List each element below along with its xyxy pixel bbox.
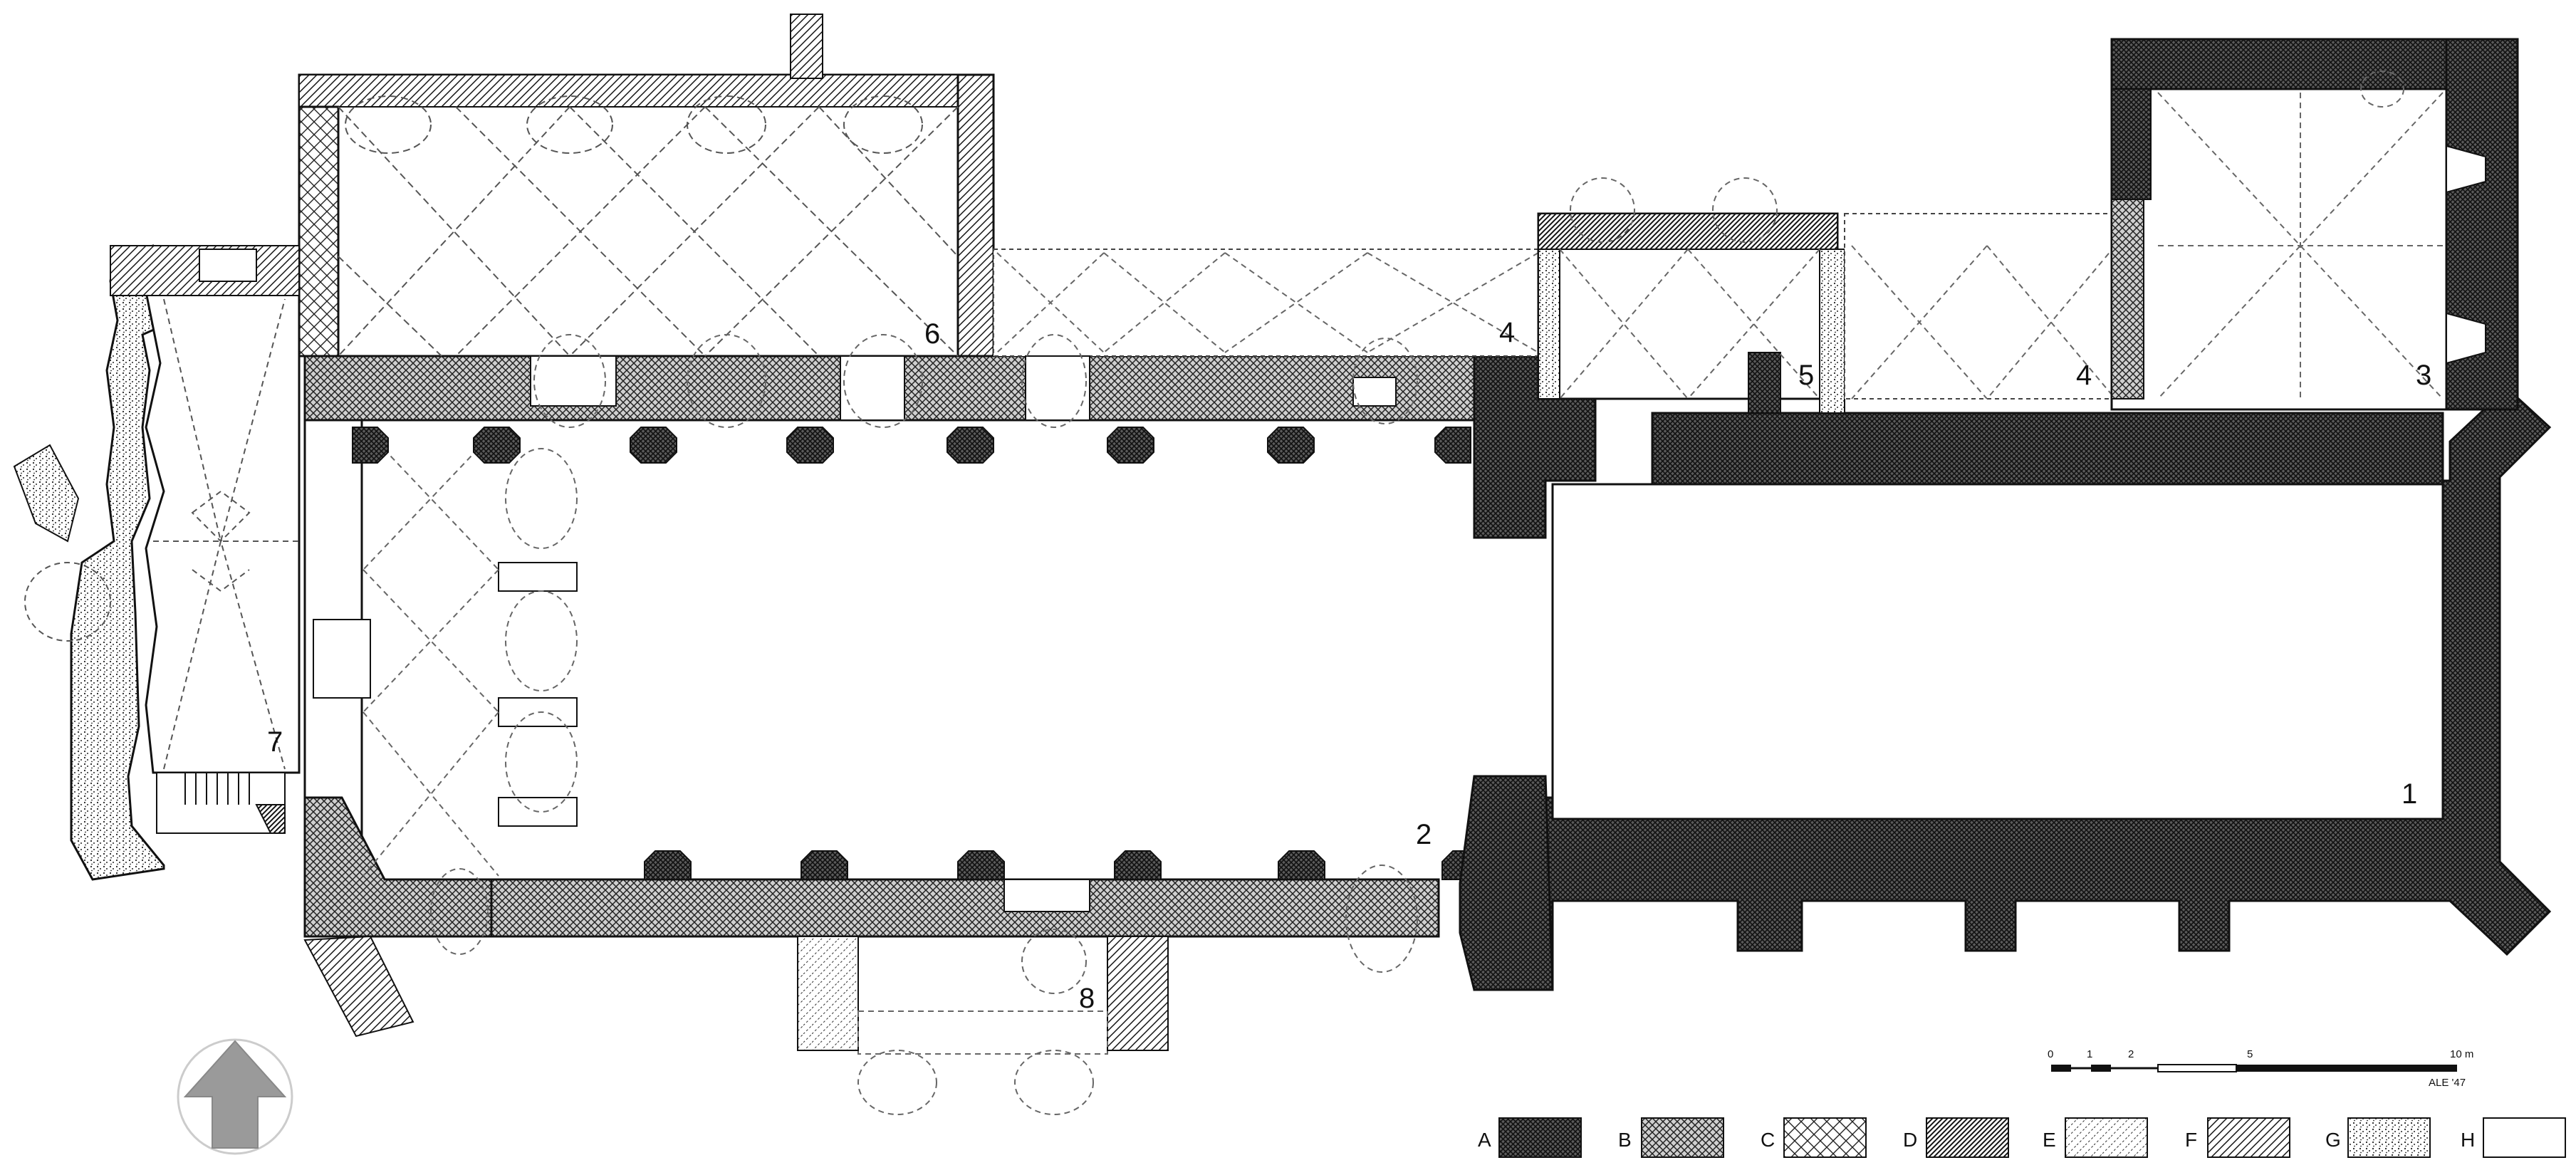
svg-text:H: H — [2461, 1129, 2475, 1151]
legend: A B C D E F G H — [1478, 1117, 2566, 1158]
legend-item-d: D — [1903, 1117, 2009, 1158]
scale-tick-10: 10 m — [2450, 1048, 2473, 1060]
east-passage — [1844, 213, 2116, 400]
legend-item-e: E — [2043, 1117, 2148, 1158]
svg-text:A: A — [1478, 1129, 1491, 1151]
west-chapel-interior — [145, 291, 301, 774]
west-chapel-tower — [199, 249, 257, 282]
nave-west-piers — [313, 562, 578, 827]
west-chapel-walls — [70, 244, 176, 881]
svg-text:C: C — [1761, 1129, 1775, 1151]
marker-4-west: 4 — [1499, 317, 1515, 348]
south-door — [1003, 879, 1090, 912]
north-passage-ribs — [996, 252, 1539, 353]
svg-text:B: B — [1618, 1129, 1632, 1151]
east-passage-ribs — [1851, 245, 2116, 400]
south-porch-west — [797, 936, 859, 1051]
marker-1: 1 — [2402, 778, 2417, 810]
sw-corner — [303, 796, 493, 938]
ne-window-2 — [2446, 312, 2486, 365]
west-chapel-porch — [13, 444, 80, 543]
marker-6: 6 — [924, 318, 940, 350]
legend-item-b: B — [1618, 1117, 1724, 1158]
sw-buttress — [303, 935, 414, 1038]
scale-tick-5: 5 — [2247, 1048, 2253, 1060]
north-chapel-vault-ribs — [338, 95, 959, 357]
north-wall-dashed-arcs — [533, 334, 1418, 428]
sacristy-ribs — [1559, 177, 1820, 400]
north-chapel-north-wall — [298, 74, 987, 108]
ne-chapel-west-wall-lower — [2111, 199, 2144, 400]
nave-south-wall — [490, 878, 1440, 938]
west-stair — [156, 772, 286, 834]
north-passage — [993, 249, 1543, 357]
marker-4-east: 4 — [2076, 360, 2092, 391]
sacristy-east-wall — [1819, 249, 1845, 414]
north-chapel-west-wall — [298, 105, 340, 357]
north-wall-openings — [530, 355, 1397, 421]
south-wall-dashed-arcs — [430, 865, 1418, 973]
south-porch-outline — [857, 929, 1108, 1115]
legend-item-g: G — [2325, 1117, 2431, 1158]
sacristy-west-wall — [1538, 249, 1560, 400]
choir-interior — [1551, 483, 2444, 820]
north-chapel-east-wall — [956, 73, 995, 357]
legend-item-c: C — [1761, 1117, 1867, 1158]
sacristy-pier — [1748, 352, 1781, 414]
svg-text:G: G — [2325, 1129, 2341, 1151]
marker-5: 5 — [1798, 360, 1814, 391]
scale-bar: 0 1 2 5 10 m ALE '47 — [2048, 1048, 2473, 1089]
north-choir-wall — [1651, 412, 2444, 486]
svg-text:D: D — [1903, 1129, 1917, 1151]
legend-item-a: A — [1478, 1117, 1582, 1158]
scale-signature: ALE '47 — [2429, 1077, 2466, 1089]
north-chapel — [298, 73, 988, 357]
south-porch-east — [1107, 936, 1169, 1051]
ne-chapel-ribs — [2157, 70, 2444, 400]
scale-tick-0: 0 — [2048, 1048, 2053, 1060]
nave-piers-north — [352, 427, 1471, 464]
marker-2: 2 — [1416, 819, 1432, 850]
west-chapel-ribs — [24, 298, 299, 770]
legend-item-h: H — [2461, 1117, 2566, 1158]
ne-window-1 — [2446, 145, 2486, 194]
scale-tick-2: 2 — [2128, 1048, 2134, 1060]
ne-chapel-west-wall — [2111, 88, 2152, 200]
scale-tick-1: 1 — [2087, 1048, 2092, 1060]
marker-8: 8 — [1079, 983, 1095, 1014]
svg-text:E: E — [2043, 1129, 2056, 1151]
arch-pier-south — [1459, 775, 1554, 991]
marker-7: 7 — [267, 726, 283, 758]
chapel-buttress — [790, 14, 823, 79]
svg-text:F: F — [2185, 1129, 2197, 1151]
north-arrow-icon — [177, 1038, 293, 1155]
legend-item-f: F — [2185, 1117, 2290, 1158]
nave-piers-south — [644, 850, 1475, 880]
marker-3: 3 — [2416, 360, 2431, 391]
sacristy-north-wall — [1538, 213, 1838, 250]
